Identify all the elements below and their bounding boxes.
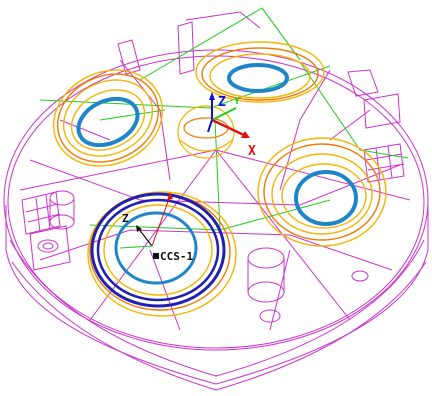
hole-ring-right (294, 170, 358, 226)
pocket-top-left (52, 69, 164, 167)
world-axis-triad: Z Y X (207, 92, 256, 159)
part-body-wireframe (3, 11, 429, 391)
csys-origin-square (153, 253, 159, 259)
hole-ring-top-right (227, 63, 289, 93)
triad-x-label: X (248, 144, 256, 159)
pocket-bottom-left (87, 191, 237, 317)
outer-navy-ring (90, 192, 226, 308)
triad-y-label: Y (234, 96, 240, 107)
triad-z-label: Z (218, 95, 226, 110)
green-reference-frame (39, 7, 409, 231)
pocket-top-right (195, 41, 325, 103)
csys-z-label: Z (122, 212, 129, 225)
coordinate-system-marker[interactable]: Z CCS-1 (119, 192, 193, 263)
csys-name-label: CCS-1 (160, 250, 193, 263)
hole-ring-bottom-left (114, 211, 198, 285)
pocket-right (257, 137, 387, 247)
hole-ring-top-left (76, 96, 140, 148)
